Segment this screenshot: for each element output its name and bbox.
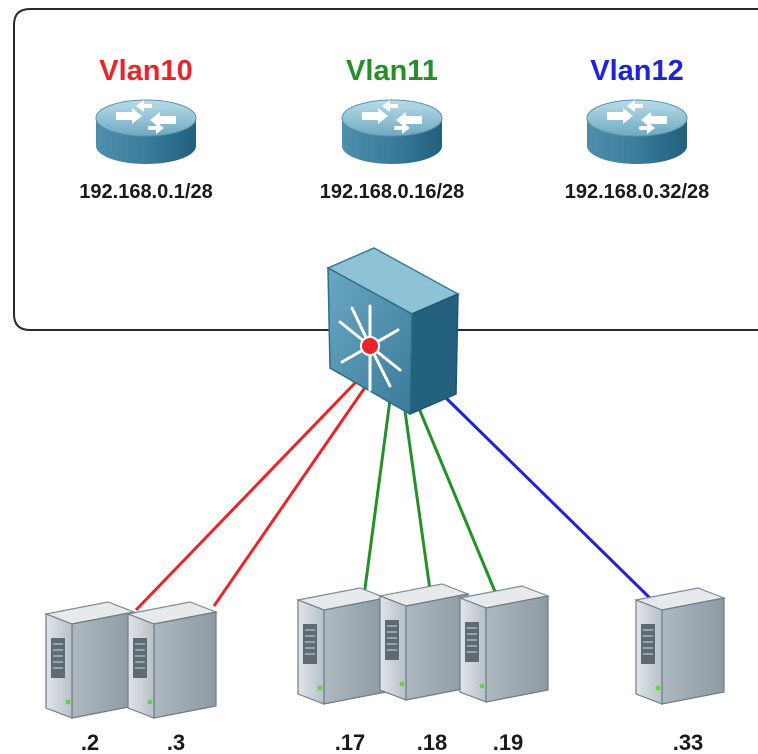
server-icon	[633, 587, 727, 705]
server-icon	[125, 601, 219, 719]
layer3-switch	[326, 247, 460, 416]
server-icon	[43, 601, 137, 719]
server-17: .17	[295, 587, 389, 754]
subnet-label: 192.168.0.32/28	[565, 181, 710, 203]
cable-vlan10-server-2	[134, 380, 358, 612]
server-2: .2	[43, 601, 137, 754]
vlan-label: Vlan10	[99, 55, 193, 87]
server-33: .33	[633, 587, 727, 754]
vlan-label: Vlan11	[346, 55, 438, 87]
cable-vlan12-server-33	[442, 394, 658, 606]
router-icon	[341, 99, 443, 164]
router-vlan12: Vlan12 192.168.0.32/28	[565, 55, 710, 203]
host-label: .2	[81, 730, 99, 754]
server-icon	[295, 587, 389, 705]
server-3: .3	[125, 601, 219, 754]
router-group-boundary	[13, 8, 758, 331]
layer3-switch-icon	[326, 247, 460, 416]
router-vlan10: Vlan10 192.168.0.1/28	[79, 55, 212, 203]
host-label: .33	[673, 730, 704, 754]
cables	[134, 380, 658, 612]
subnet-label: 192.168.0.1/28	[79, 181, 212, 203]
router-icon	[95, 99, 197, 164]
host-label: .18	[417, 730, 448, 754]
router-vlan11: Vlan11 192.168.0.16/28	[320, 55, 465, 203]
cable-vlan11-server-18	[402, 403, 432, 591]
server-icon	[377, 583, 471, 701]
cable-vlan11-server-19	[416, 405, 498, 595]
cable-vlan10-server-3	[212, 385, 368, 607]
server-19: .19	[457, 585, 551, 754]
host-label: .17	[335, 730, 366, 754]
vlan-label: Vlan12	[590, 55, 684, 87]
server-18: .18	[377, 583, 471, 754]
host-label: .3	[167, 730, 185, 754]
subnet-label: 192.168.0.16/28	[320, 181, 465, 203]
host-label: .19	[493, 730, 524, 754]
router-icon	[586, 99, 688, 164]
cable-vlan11-server-17	[362, 399, 392, 597]
server-icon	[457, 585, 551, 703]
